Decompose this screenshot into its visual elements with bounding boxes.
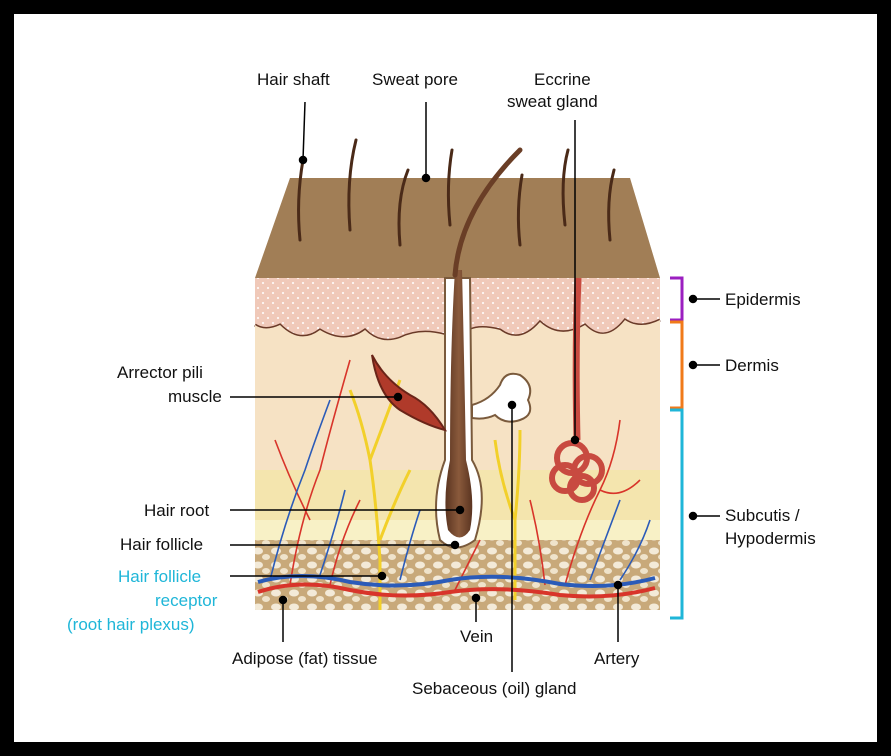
dermis-bracket xyxy=(670,322,682,408)
label-artery: Artery xyxy=(594,649,640,668)
epidermis-bracket xyxy=(670,278,682,320)
label-subcutis-line2: Hypodermis xyxy=(725,529,816,548)
label-epidermis: Epidermis xyxy=(725,290,801,309)
label-hair-shaft: Hair shaft xyxy=(257,70,330,89)
label-arrector-line2: muscle xyxy=(168,387,222,406)
label-subcutis-line1: Subcutis / xyxy=(725,506,800,525)
label-vein: Vein xyxy=(460,627,493,646)
label-hair-follicle: Hair follicle xyxy=(120,535,203,554)
label-sweat-pore: Sweat pore xyxy=(372,70,458,89)
label-sebaceous: Sebaceous (oil) gland xyxy=(412,679,576,698)
label-eccrine-line1: Eccrine xyxy=(534,70,591,89)
sweat-duct xyxy=(576,278,578,440)
label-receptor-line3: (root hair plexus) xyxy=(67,615,195,634)
label-adipose: Adipose (fat) tissue xyxy=(232,649,378,668)
label-eccrine-line2: sweat gland xyxy=(507,92,598,111)
label-receptor-line2: receptor xyxy=(155,591,218,610)
label-arrector-line1: Arrector pili xyxy=(117,363,203,382)
label-hair-root: Hair root xyxy=(144,501,209,520)
label-receptor-line1: Hair follicle xyxy=(118,567,201,586)
subcutis-bracket xyxy=(670,410,682,618)
label-dermis: Dermis xyxy=(725,356,779,375)
